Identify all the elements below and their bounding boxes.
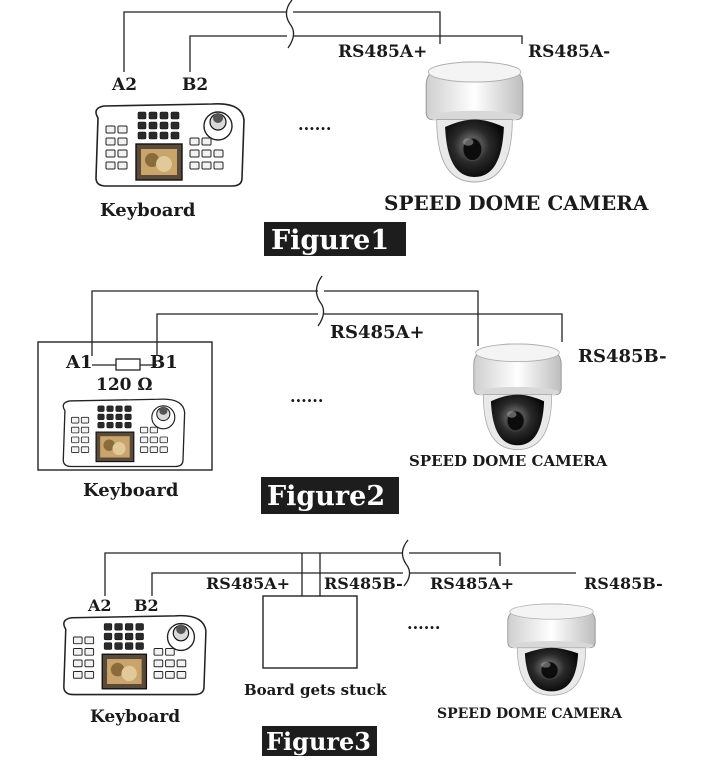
wire-a-cont <box>324 290 479 346</box>
camera-label: SPEED DOME CAMERA <box>384 191 649 215</box>
camera-pos-label: RS485A+ <box>338 42 427 62</box>
camera-neg-label: RS485A- <box>528 42 610 62</box>
keyboard-icon <box>95 103 245 187</box>
figure-caption-bg <box>261 477 399 514</box>
wire-a <box>104 552 403 596</box>
wire-a <box>91 290 318 356</box>
camera-pos-label: RS485A+ <box>330 322 425 343</box>
keyboard-label: Keyboard <box>100 200 196 221</box>
speed-dome-camera-icon <box>425 61 524 183</box>
terminal-a-label: A2 <box>111 75 137 95</box>
keyboard-icon <box>63 614 207 696</box>
wire-break-mark <box>401 539 411 587</box>
camera-neg-label: RS485B- <box>578 346 667 367</box>
keyboard-icon <box>62 398 186 468</box>
ellipsis: ...... <box>290 387 323 406</box>
figure-1: A2 B2 RS485A+ RS485A- Keyboard ...... SP… <box>95 0 649 256</box>
terminal-a-label: A1 <box>65 352 93 373</box>
wire-b-cont <box>293 35 523 44</box>
figure-3: A2 B2 RS485A+ RS485B- Board gets stuck R… <box>63 539 663 756</box>
camera-neg-label: RS485B- <box>584 574 663 593</box>
wire-a-cont <box>293 11 441 44</box>
wire-b <box>156 313 318 356</box>
terminal-b-label: B1 <box>150 352 178 373</box>
keyboard-enclosure <box>37 341 213 471</box>
wire-b <box>189 35 287 72</box>
ellipsis: ...... <box>298 115 331 134</box>
ellipsis: ...... <box>407 614 440 633</box>
figure-caption: Figure1 <box>271 225 389 256</box>
camera-label: SPEED DOME CAMERA <box>409 452 608 470</box>
board-label: Board gets stuck <box>244 681 387 699</box>
board-neg-label: RS485B- <box>324 574 403 593</box>
camera-label: SPEED DOME CAMERA <box>437 706 623 722</box>
stuck-board <box>262 595 358 669</box>
wire-a-cont <box>409 552 501 566</box>
figure-2: A1 B1 120 Ω Keyboard RS485A+ RS485B- ...… <box>37 275 667 514</box>
keyboard-label: Keyboard <box>90 707 180 727</box>
speed-dome-camera-icon <box>473 343 562 451</box>
terminal-b-label: B2 <box>134 596 159 615</box>
terminal-a-label: A2 <box>87 596 112 615</box>
resistor-label: 120 Ω <box>96 375 153 395</box>
terminal-b-label: B2 <box>182 75 208 95</box>
figure-caption-bg <box>262 726 377 756</box>
wire-b-cont <box>324 313 563 342</box>
wire-break-mark <box>285 0 295 49</box>
figure-caption-bg <box>264 222 406 256</box>
figure-caption: Figure3 <box>266 727 371 756</box>
speed-dome-camera-icon <box>507 603 596 696</box>
wire-b <box>151 572 403 596</box>
wire-a <box>123 11 287 72</box>
camera-pos-label: RS485A+ <box>430 574 514 593</box>
figure-caption: Figure2 <box>267 481 385 512</box>
board-pos-label: RS485A+ <box>206 574 290 593</box>
keyboard-label: Keyboard <box>83 480 179 501</box>
wire-break-mark <box>315 275 325 327</box>
resistor <box>115 358 141 371</box>
